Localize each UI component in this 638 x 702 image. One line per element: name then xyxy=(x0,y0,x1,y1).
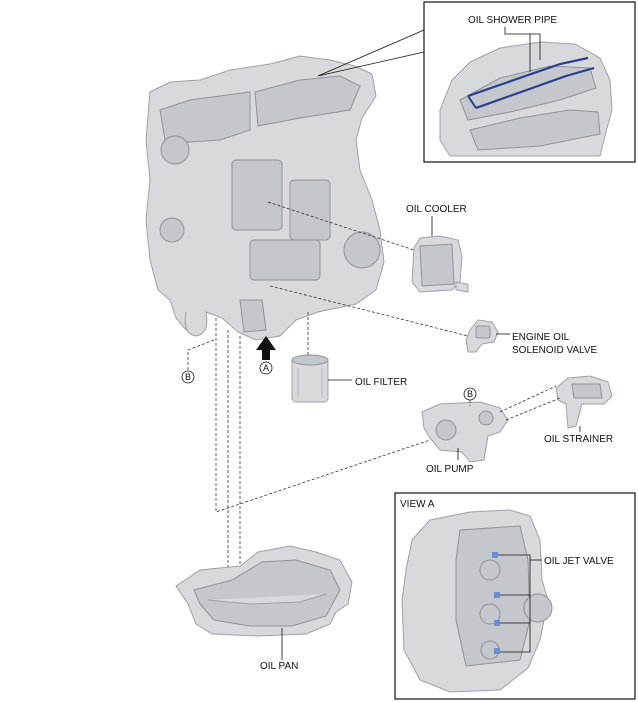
inset-callout-line-bottom xyxy=(317,51,425,77)
oil-cooler: OIL COOLER xyxy=(406,204,469,293)
oil-shower-pipe-label: OIL SHOWER PIPE xyxy=(468,15,557,26)
oil-pan-label: OIL PAN xyxy=(260,661,298,672)
engine-to-pan-dashed-line-1 xyxy=(215,318,431,513)
oil-pump: OIL PUMP xyxy=(421,401,509,475)
oil-pan: OIL PAN xyxy=(175,545,353,672)
oil-shower-pipe-highlight xyxy=(467,56,595,110)
marker-a: A xyxy=(259,361,273,375)
view-a-arrow xyxy=(256,336,276,360)
oil-jet-valve-highlight xyxy=(492,552,500,654)
inset-callout-line-top xyxy=(317,29,425,77)
view-a-label: VIEW A xyxy=(400,499,435,510)
oil-filter-label: OIL FILTER xyxy=(355,377,407,388)
marker-b-left: B xyxy=(181,339,215,384)
oil-pump-label: OIL PUMP xyxy=(426,464,474,475)
pump-strainer-dashed-line-2 xyxy=(505,397,561,421)
pump-strainer-dashed-line-1 xyxy=(499,385,557,413)
engine-oil-solenoid-valve-label-line2: SOLENOID VALVE xyxy=(512,345,598,356)
engine-oil-solenoid-valve: ENGINE OIL SOLENOID VALVE xyxy=(465,319,598,356)
solenoid-valve-dashed-line xyxy=(269,285,469,337)
oil-cooler-dashed-line xyxy=(267,201,415,251)
engine-oil-solenoid-valve-label-line1: ENGINE OIL xyxy=(512,332,570,343)
oil-shower-pipe-inset: OIL SHOWER PIPE xyxy=(423,1,636,163)
marker-b-right: B xyxy=(463,387,477,406)
marker-a-label: A xyxy=(263,363,269,373)
oil-cooler-label: OIL COOLER xyxy=(406,204,467,215)
marker-b-left-label: B xyxy=(185,372,191,382)
view-a-inset: VIEW A OIL JET VALVE xyxy=(394,492,636,700)
engine-block xyxy=(145,55,385,341)
oil-strainer-label: OIL STRAINER xyxy=(544,434,613,445)
oil-strainer: OIL STRAINER xyxy=(544,375,613,445)
oil-filter: OIL FILTER xyxy=(291,354,407,403)
marker-b-right-label: B xyxy=(467,389,473,399)
oil-jet-valve-label: OIL JET VALVE xyxy=(544,556,614,567)
